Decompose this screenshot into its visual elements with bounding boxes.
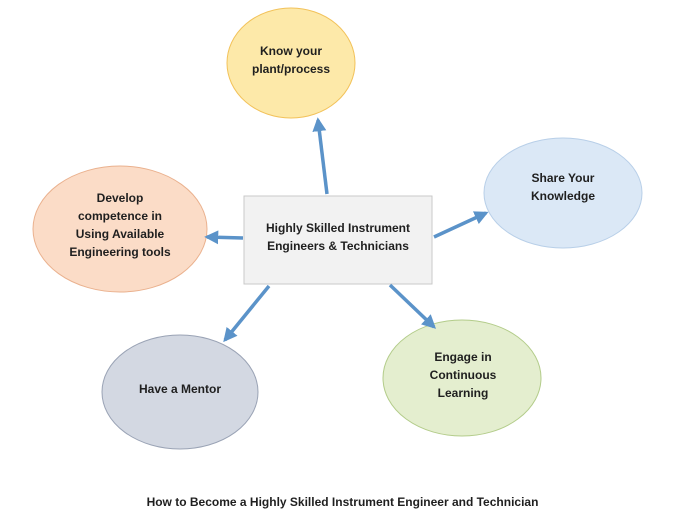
arrow-to-engage xyxy=(388,283,437,329)
arrow-to-develop xyxy=(204,230,244,245)
figure-caption: How to Become a Highly Skilled Instrumen… xyxy=(146,495,539,509)
node-know-label: Know your plant/process xyxy=(251,44,331,76)
node-develop-label: Develop competence in Using Available En… xyxy=(69,191,171,259)
arrow-to-share xyxy=(433,211,489,239)
node-know-shape xyxy=(226,7,356,119)
node-engage-label: Engage in Continuous Learning xyxy=(429,350,497,400)
center-label: Highly Skilled Instrument Engineers & Te… xyxy=(265,221,411,253)
arrow-to-mentor xyxy=(223,284,271,343)
arrow-to-know xyxy=(312,117,329,195)
node-mentor-shape xyxy=(101,334,259,450)
node-develop-shape xyxy=(32,165,208,293)
node-mentor-label: Have a Mentor xyxy=(138,382,222,396)
node-share-label: Share Your Knowledge xyxy=(530,171,595,203)
center-box-shape xyxy=(243,195,433,285)
node-share-shape xyxy=(483,137,643,249)
node-engage-shape xyxy=(382,319,542,437)
